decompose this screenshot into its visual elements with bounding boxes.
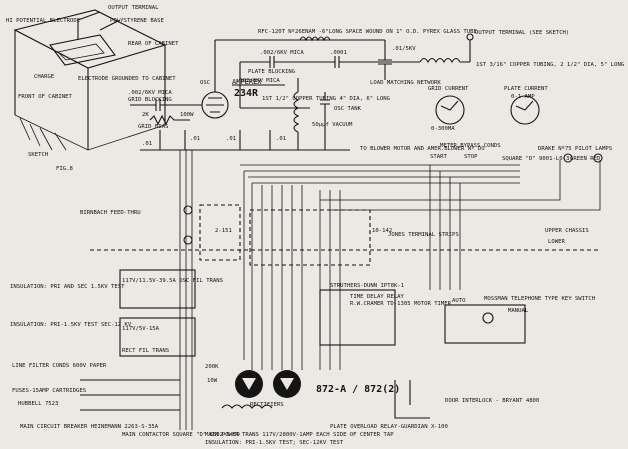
label-plate-range: 0-1 AMP	[511, 94, 535, 100]
terminal-strip-2151	[199, 204, 241, 261]
label-plate-current: PLATE CURRENT	[504, 86, 548, 92]
label-line-filter: LINE FILTER CONDS 600V PAPER	[12, 363, 107, 369]
label-insul-1: INSULATION: PRI AND SEC 1.5KV TEST	[10, 284, 125, 290]
label-coil-1: 1ST 1/2" COPPER TUBING 4" DIA, 6" LONG	[262, 96, 391, 102]
label-cap-01-5kv: .01/5KV	[392, 46, 416, 52]
label-grid-range: 0-300MA	[431, 126, 455, 132]
label-mossman: MOSSMAN TELEPHONE TYPE KEY SWITCH	[484, 296, 595, 302]
label-res-10w: 10W	[207, 378, 218, 384]
label-res-100w: 100W	[180, 112, 194, 118]
label-lower: LOWER	[548, 239, 565, 245]
label-green-red: GREEN RED	[570, 156, 601, 162]
label-cap-01-b: .01	[190, 136, 200, 142]
label-birnbach: BIRNBACH FEED-THRU	[80, 210, 141, 216]
label-fig8: FIG.8	[56, 166, 73, 172]
label-osc-fil-spec: 117V/11.5V-39.5A OSC FIL TRANS	[122, 278, 223, 284]
label-grid-current: GRID CURRENT	[428, 86, 469, 92]
terminal-strip-10142	[249, 209, 371, 266]
label-auto: AUTO	[452, 298, 466, 304]
label-grid-blocking: GRID BLOCKING	[128, 97, 172, 103]
label-cap-002-left: .002/6KV MICA	[128, 90, 172, 96]
label-fuses: FUSES-15AMP CARTRIDGES	[12, 388, 86, 394]
label-output-terminal: OUTPUT TERMINAL (SEE SKETCH)	[475, 30, 569, 36]
label-blower: TO BLOWER MOTOR AND AMER.BLOWER Nº DO	[360, 145, 485, 152]
label-2151: 2-151	[215, 228, 232, 234]
label-jones: JONES TERMINAL STRIPS	[388, 232, 459, 238]
label-stop: STOP	[464, 154, 478, 160]
label-hi-potential: HI POTENTIAL ELECTRODE	[6, 18, 81, 24]
label-rect-fil: RECT FIL TRANS	[122, 348, 169, 354]
feedthru-bottom-icon	[183, 235, 193, 245]
label-front-cabinet: FRONT OF CABINET	[18, 94, 73, 100]
label-osc-tank: OSC TANK	[334, 106, 362, 112]
label-upper-chassis: UPPER CHASSIS	[545, 228, 589, 234]
label-res-2k: 2K	[142, 112, 149, 118]
label-polystyrene-base: POLYSTYRENE BASE	[110, 18, 165, 24]
rect-fil-transformer	[119, 317, 196, 357]
label-rear-cabinet: REAR OF CABINET	[128, 41, 179, 47]
key-switch-icon	[482, 312, 494, 324]
label-res-200k: 200K	[205, 364, 219, 370]
label-tubing: 1ST 3/16" COPPER TUBING, 2 1/2" DIA, 5" …	[476, 62, 625, 68]
label-struthers: STRUTHERS-DUNN IPT8K-1	[330, 283, 404, 289]
label-cap-0001: .0001	[330, 50, 347, 56]
label-load-matching: LOAD MATCHING NETWORK	[370, 80, 441, 86]
osc-fil-transformer	[119, 269, 196, 309]
fig8-sketch	[13, 9, 167, 151]
label-hubbell: HUBBELL 7523	[18, 401, 58, 407]
label-plate-blocking: PLATE BLOCKING	[248, 69, 296, 75]
label-cap-002-top: .002/6KV MICA	[260, 50, 304, 56]
label-main-contactor: MAIN CONTACTOR SQUARE "D" 8502-S-09	[122, 432, 240, 438]
label-cap-002-bot: .002/6KV MICA	[236, 78, 280, 84]
green-lamp-icon	[563, 153, 573, 163]
label-vacuum-cap: 50µµf VACUUM	[312, 122, 353, 128]
label-234r: 234R	[234, 88, 259, 99]
label-rfc: RFC-120T Nº26ENAM -6"LONG SPACE WOUND ON…	[258, 28, 478, 35]
wiring-harness	[179, 150, 601, 430]
red-lamp-icon	[593, 153, 603, 163]
label-insul-3: INSULATION: PRI-1.5KV TEST; SEC-12KV TES…	[205, 440, 344, 446]
label-main-breaker: MAIN CIRCUIT BREAKER HEINEMANN 2263-S-35…	[20, 424, 159, 430]
key-switch	[444, 304, 526, 344]
label-amperex: AMPEREX	[232, 78, 262, 86]
label-10142: 10-142	[372, 228, 392, 234]
feedthru-top-icon	[183, 205, 193, 215]
label-cap-01-c: .01	[226, 136, 236, 142]
label-osc: OSC	[200, 80, 210, 86]
grid-current-meter-icon	[435, 95, 465, 125]
time-delay-relay	[319, 289, 396, 346]
label-main-power: MAIN POWER TRANS 117V/2800V-1AMP EACH SI…	[205, 432, 394, 438]
plate-current-meter-icon	[510, 95, 540, 125]
label-output-terminal-top: OUTPUT TERMINAL	[108, 5, 159, 11]
label-rect-fil-spec: 117V/5V-15A	[122, 326, 160, 332]
label-manual: MANUAL	[508, 308, 529, 314]
label-square-d: SQUARE "D" 9001-L0-3	[502, 156, 569, 162]
label-drake: DRAKE Nº75 PILOT LAMPS	[538, 145, 612, 152]
label-cap-01-a: .01	[142, 141, 152, 147]
label-door-interlock: DOOR INTERLOCK - BRYANT 4800	[445, 398, 539, 404]
label-grid-bias: GRID BIAS	[138, 124, 168, 130]
label-meter-bypass: METER BYPASS CONDS	[440, 143, 501, 149]
label-rect-tubes: 872-A / 872(2)	[316, 384, 400, 395]
label-cramer: R.W.CRAMER TD-1305 MOTOR TIMER	[350, 301, 452, 307]
label-electrode-grounded: ELECTRODE GROUNDED TO CABINET	[78, 76, 176, 82]
label-overload: PLATE OVERLOAD RELAY-GUARDIAN X-100	[330, 424, 448, 430]
label-start: START	[430, 154, 447, 160]
label-charge: CHARGE	[34, 74, 55, 80]
label-cap-01-d: .01	[276, 136, 286, 142]
label-time-delay: TIME DELAY RELAY	[350, 294, 405, 300]
label-insul-2: INSULATION: PRI-1.5KV TEST SEC-12 KV	[10, 322, 132, 328]
label-sketch: SKETCH	[28, 152, 48, 158]
